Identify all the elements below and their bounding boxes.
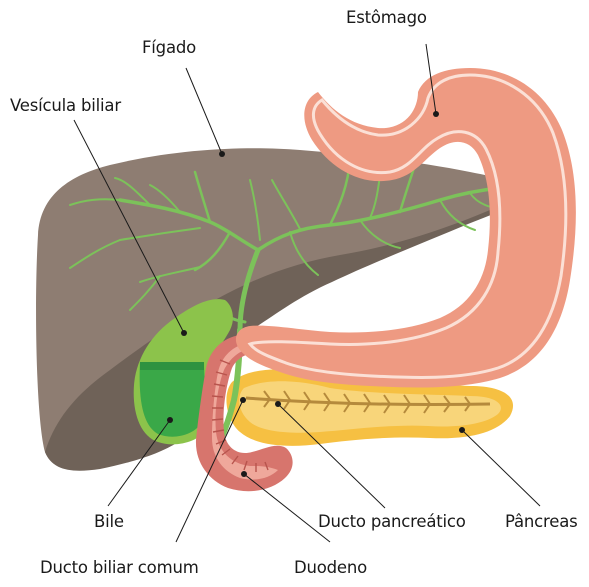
label-pancreas: Pâncreas [505,512,578,531]
label-figado: Fígado [142,38,196,57]
label-duodeno: Duodeno [294,558,367,577]
label-bile: Bile [94,512,124,531]
label-vesicula-biliar: Vesícula biliar [10,96,121,115]
label-ducto-biliar-comum: Ducto biliar comum [40,558,199,577]
label-ducto-pancreatico: Ducto pancreático [318,512,466,531]
label-estomago: Estômago [346,8,427,27]
